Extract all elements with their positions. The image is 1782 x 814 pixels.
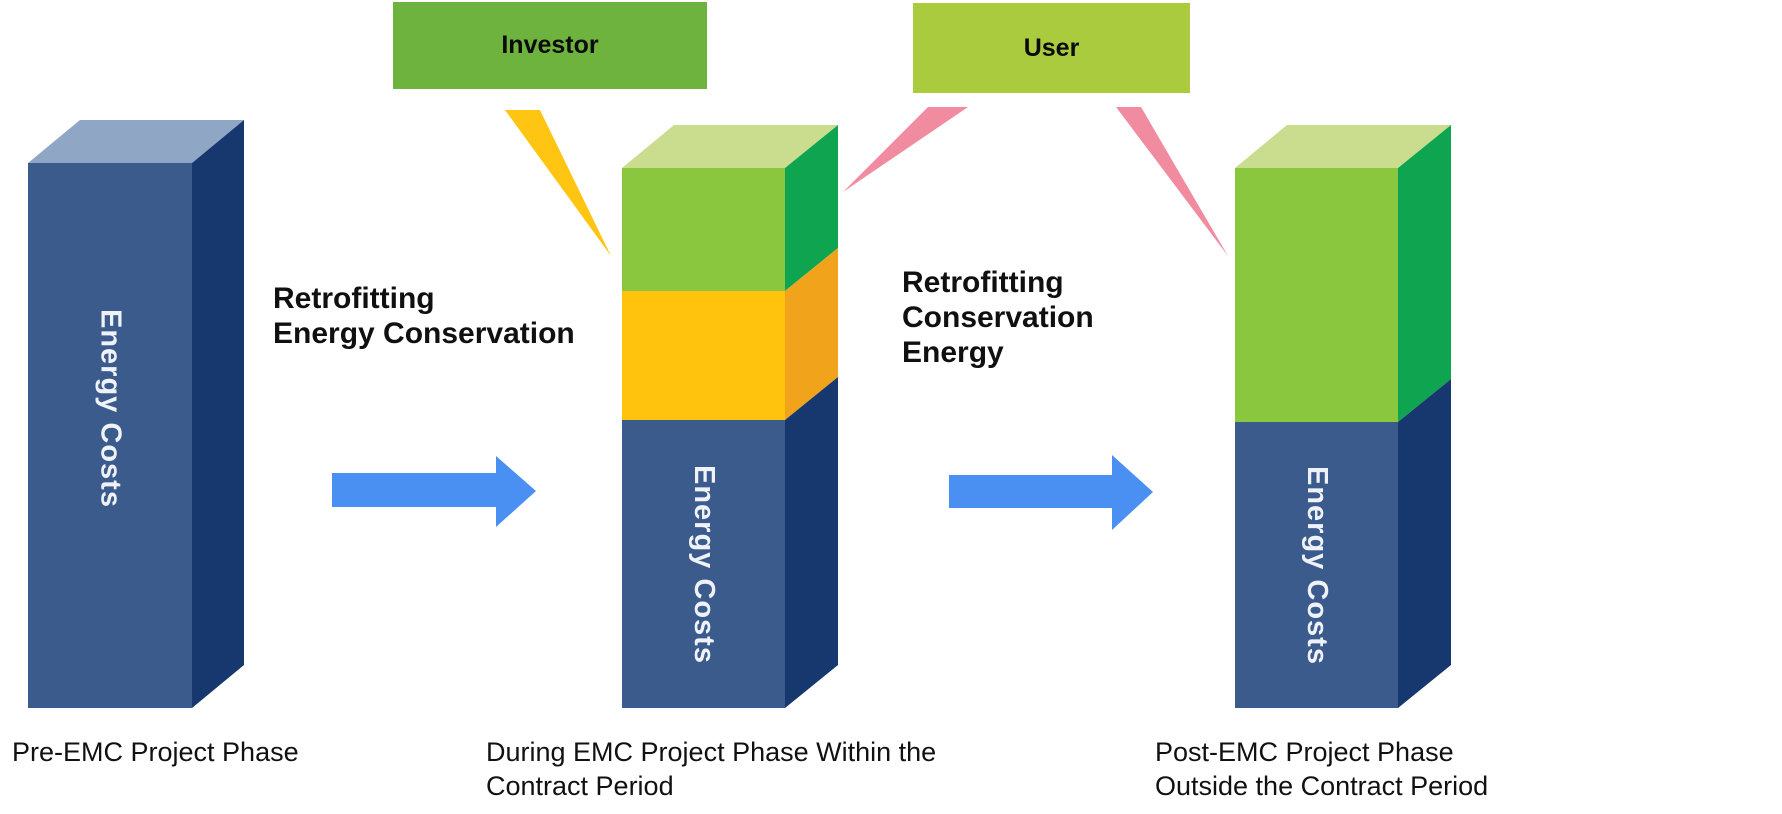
post-column-user-share-side xyxy=(1398,125,1451,422)
caption-post-emc: Post-EMC Project Phase Outside the Contr… xyxy=(1155,735,1488,803)
caption-pre-emc: Pre-EMC Project Phase xyxy=(12,735,299,769)
during-column-user-share-side xyxy=(785,125,838,291)
caption-line: During EMC Project Phase Within the xyxy=(486,737,937,767)
arrow-during-to-post xyxy=(949,455,1153,530)
during-column-top-face xyxy=(622,125,838,168)
user-box: User xyxy=(913,3,1190,93)
user-pointer-wedge-right xyxy=(1116,107,1228,256)
during-column-investor-share-side xyxy=(785,248,838,420)
arrow-label-retrofitting-conservation-energy: Retrofitting Conservation Energy xyxy=(902,265,1094,370)
caption-during-emc: During EMC Project Phase Within the Cont… xyxy=(486,735,936,803)
post-column-top-face xyxy=(1235,125,1451,168)
caption-line: Pre-EMC Project Phase xyxy=(12,737,299,767)
arrow-label-line: Retrofitting xyxy=(902,266,1064,299)
post-column-energy-costs-front xyxy=(1235,422,1398,708)
arrow-label-line: Retrofitting xyxy=(273,282,435,315)
during-column-energy-costs-side xyxy=(785,377,838,708)
arrow-pre-to-during xyxy=(332,456,536,527)
investor-box: Investor xyxy=(393,2,707,89)
caption-line: Outside the Contract Period xyxy=(1155,771,1489,801)
pre-column-top-face xyxy=(28,120,244,163)
pre-column-side-face xyxy=(192,120,244,708)
user-pointer-wedge-left xyxy=(843,107,968,192)
arrow-label-line: Energy xyxy=(902,336,1004,369)
arrow-label-line: Energy Conservation xyxy=(273,317,575,350)
investor-pointer-wedge xyxy=(505,110,611,256)
during-column-energy-costs-front xyxy=(622,420,785,708)
arrow-label-retrofitting-energy-conservation: Retrofitting Energy Conservation xyxy=(273,281,575,351)
caption-line: Post-EMC Project Phase xyxy=(1155,737,1454,767)
user-box-label: User xyxy=(1023,33,1080,62)
during-column-investor-share-front xyxy=(622,291,785,420)
pre-column-front-face xyxy=(28,163,192,708)
caption-line: Contract Period xyxy=(486,771,674,801)
post-column-energy-costs-label: Energy Costs xyxy=(1301,465,1333,665)
post-column-user-share-front xyxy=(1235,168,1398,422)
during-column-user-share-front xyxy=(622,168,785,291)
investor-box-label: Investor xyxy=(501,31,599,59)
post-column-energy-costs-side xyxy=(1398,379,1451,708)
during-column-energy-costs-label: Energy Costs xyxy=(688,464,720,664)
pre-column-energy-costs-label: Energy Costs xyxy=(94,308,127,508)
arrow-label-line: Conservation xyxy=(902,301,1094,334)
